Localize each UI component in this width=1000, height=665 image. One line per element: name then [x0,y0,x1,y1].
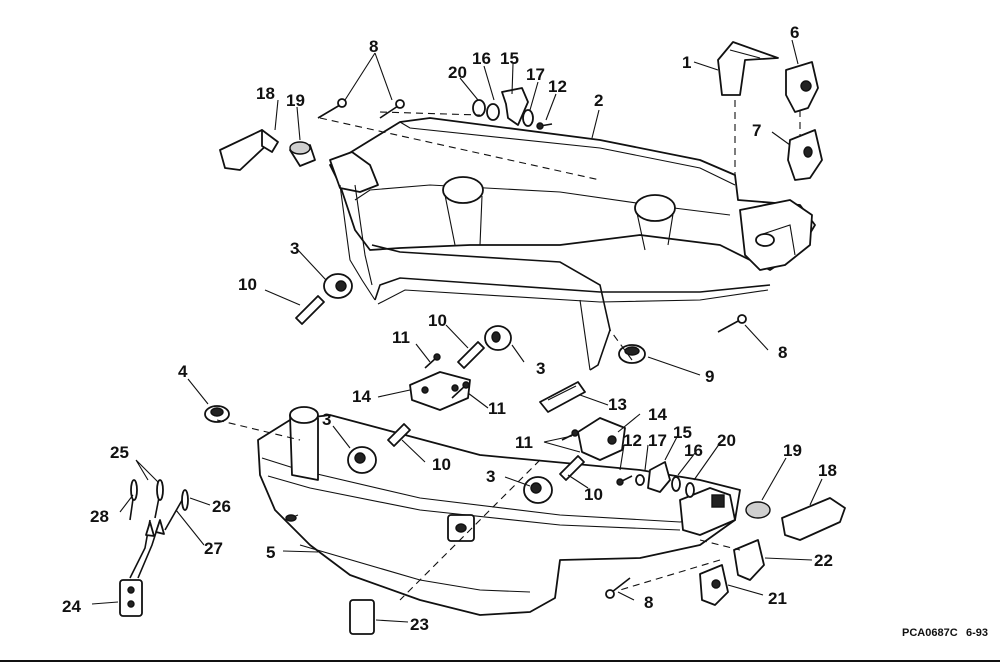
callout-15: 15 [500,49,519,68]
screw-11b [451,381,470,399]
callout-8: 8 [369,37,378,56]
upper-latch-hardware [472,87,553,130]
callout-14: 14 [648,405,667,424]
upper-motor-cover [329,117,816,371]
callout-3: 3 [290,239,299,258]
callout-8: 8 [644,593,653,612]
latch-catch-upper [785,61,819,113]
callout-28: 28 [90,507,109,526]
latch-catch-lower [787,129,823,181]
callout-24: 24 [62,597,81,616]
leader-lines [91,39,823,623]
connector-24 [119,579,143,617]
callout-13: 13 [608,395,627,414]
callout-19: 19 [783,441,802,460]
callout-4: 4 [178,362,188,381]
callout-23: 23 [410,615,429,634]
lower-latch-hardware [616,461,695,498]
grommet-4 [204,405,230,423]
callout-3: 3 [536,359,545,378]
callout-17: 17 [526,65,545,84]
grommet-upper [289,141,316,167]
plate-23 [349,599,375,635]
callout-14: 14 [352,387,371,406]
callout-7: 7 [752,121,761,140]
callout-1: 1 [682,53,691,72]
callout-10: 10 [432,455,451,474]
callout-8: 8 [778,343,787,362]
callout-12: 12 [548,77,567,96]
screw-11c [561,429,579,441]
grommet-9 [618,344,646,364]
callout-27: 27 [204,539,223,558]
callout-10: 10 [238,275,257,294]
latch-bracket-14b [577,417,626,461]
lower-motor-cover [257,406,741,616]
callout-10: 10 [428,311,447,330]
grommet-3d [523,476,553,504]
callout-12: 12 [623,431,642,450]
screw-upper-left [317,98,347,119]
figure-date: 6-93 [966,627,988,639]
callout-18: 18 [256,84,275,103]
screw-8-bottom [605,577,631,599]
screw-upper-right [379,99,405,119]
wiring-leads [129,479,189,579]
grommet-lower [745,501,771,519]
grommet-3a [323,273,353,299]
figure-code: PCA0687C [902,627,958,639]
callout-11: 11 [515,433,533,452]
callout-16: 16 [684,441,703,460]
callout-18: 18 [818,461,837,480]
pin-10a [295,295,325,325]
screw-8-rear [717,314,747,333]
pin-10b [457,341,485,369]
seal-13 [539,381,586,413]
grommet-3c [347,446,377,474]
callout-16: 16 [472,49,491,68]
callout-3: 3 [322,410,331,429]
callout-20: 20 [448,63,467,82]
callout-11: 11 [392,328,410,347]
callout-21: 21 [768,589,787,608]
callout-9: 9 [705,367,714,386]
callout-10: 10 [584,485,603,504]
screw-11a [424,353,441,369]
callout-6: 6 [790,23,799,42]
grommet-3b [484,325,512,351]
callout-3: 3 [486,467,495,486]
callout-26: 26 [212,497,231,516]
latch-lever [717,41,779,96]
callout-20: 20 [717,431,736,450]
pin-10d [559,455,585,481]
callout-2: 2 [594,91,603,110]
latch-bracket-14a [409,371,471,411]
callout-5: 5 [266,543,275,562]
callout-labels: 1 2 3 3 3 3 4 5 6 7 8 8 8 9 10 10 10 10 … [62,23,837,634]
callout-17: 17 [648,431,667,450]
assembly-lines [216,100,801,601]
handle-grip-upper [219,129,279,171]
callout-19: 19 [286,91,305,110]
callout-11: 11 [488,399,506,418]
latch-catch-21 [699,564,729,606]
pin-10c [387,423,411,447]
callout-25: 25 [110,443,129,462]
handle-grip-lower [781,497,846,541]
callout-22: 22 [814,551,833,570]
latch-catch-22 [733,539,765,581]
callout-15: 15 [673,423,692,442]
